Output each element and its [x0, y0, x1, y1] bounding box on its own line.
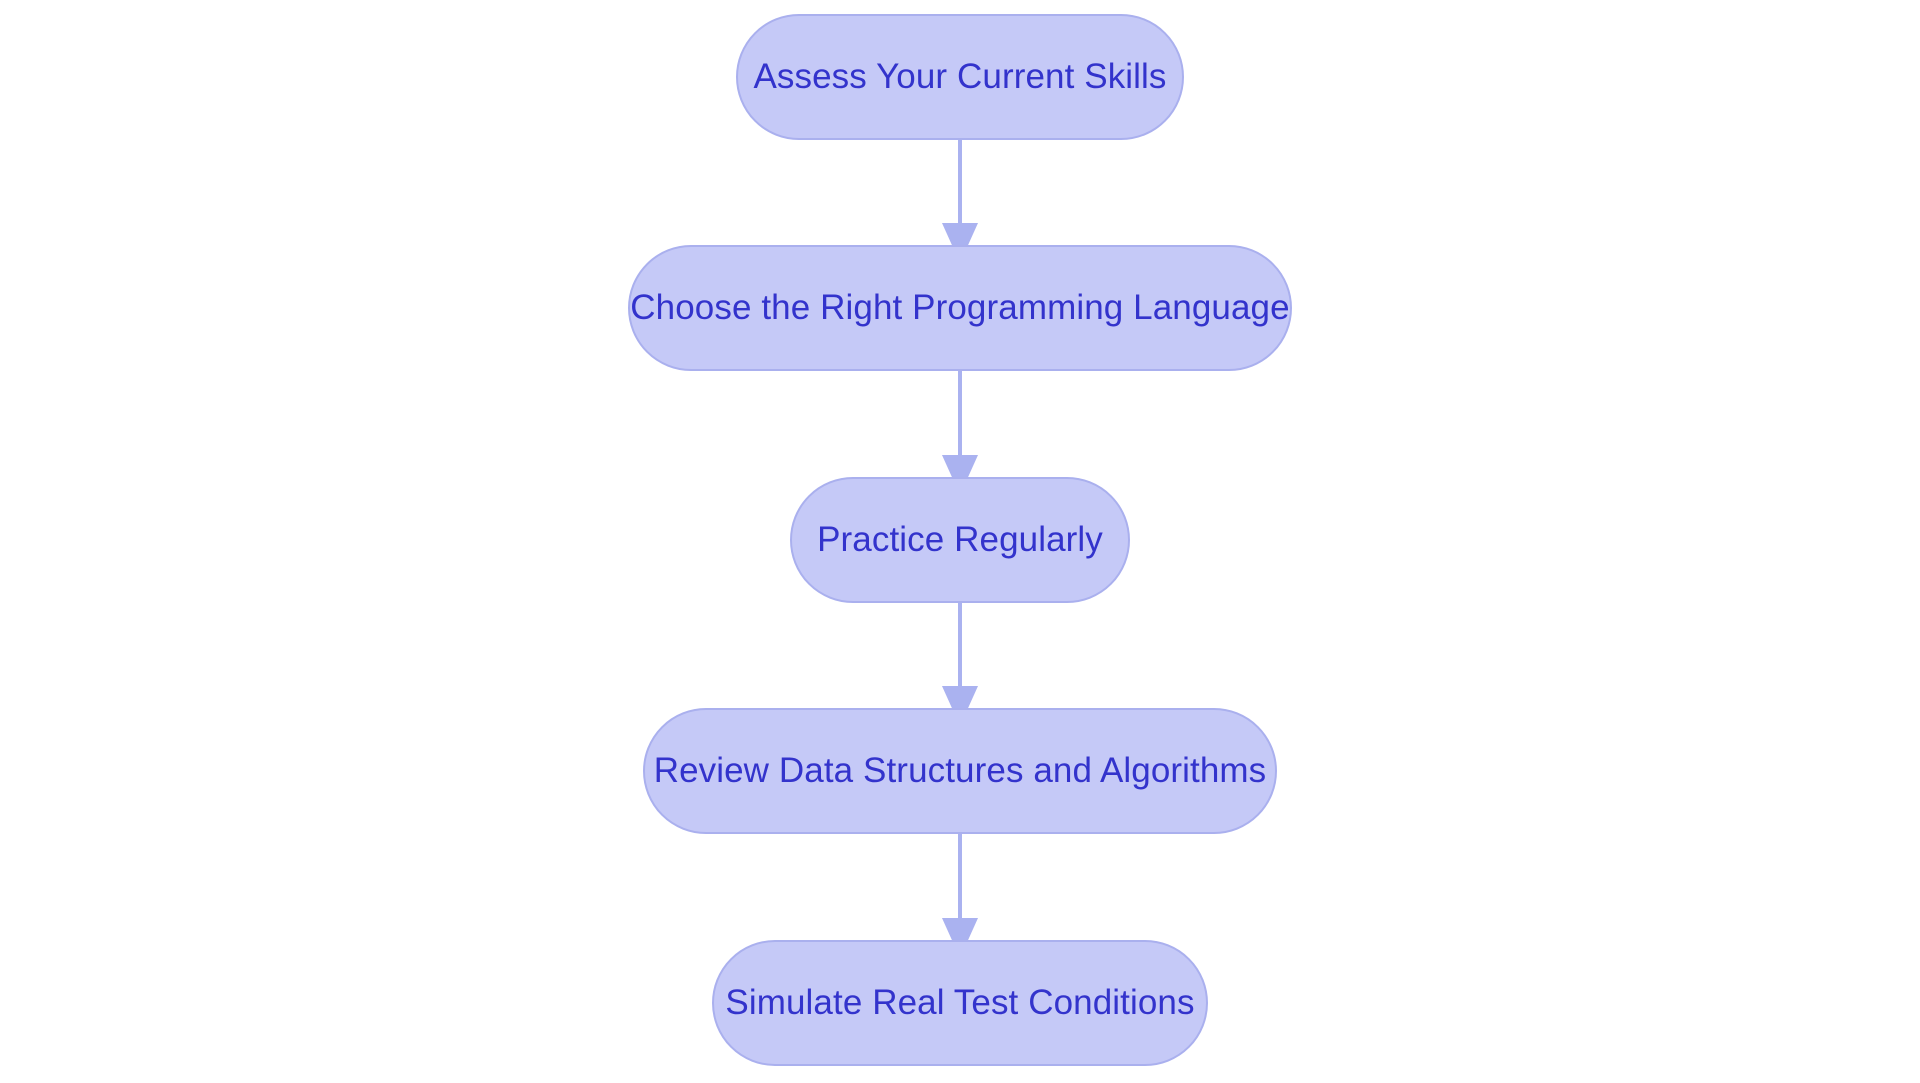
flowchart-node-3[interactable]: Practice Regularly	[790, 477, 1130, 603]
flowchart-node-1[interactable]: Assess Your Current Skills	[736, 14, 1184, 140]
flowchart-node-1-label: Assess Your Current Skills	[753, 56, 1167, 96]
flowchart-node-2[interactable]: Choose the Right Programming Language	[628, 245, 1292, 371]
flowchart-node-4-label: Review Data Structures and Algorithms	[653, 750, 1267, 790]
flowchart-node-4[interactable]: Review Data Structures and Algorithms	[643, 708, 1277, 834]
flowchart-node-2-label: Choose the Right Programming Language	[630, 287, 1290, 327]
flowchart-node-5-label: Simulate Real Test Conditions	[725, 982, 1195, 1022]
flowchart-node-5[interactable]: Simulate Real Test Conditions	[712, 940, 1208, 1066]
flowchart-node-3-label: Practice Regularly	[817, 519, 1103, 559]
